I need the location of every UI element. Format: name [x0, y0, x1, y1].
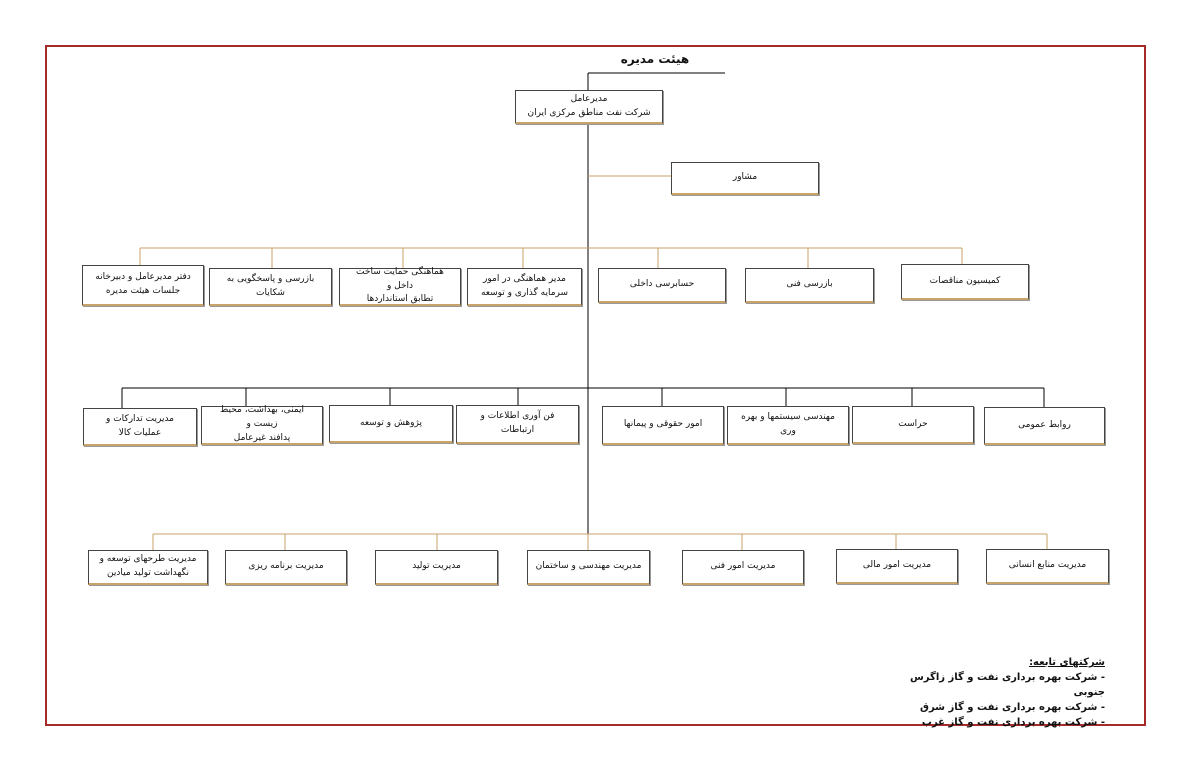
ceo-company: شرکت نفت مناطق مرکزی ایران: [527, 107, 651, 118]
subsidiary-item: - شرکت بهره برداری نفت و گاز غرب: [921, 717, 1105, 728]
subsidiaries-heading: شرکتهای تابعه:: [1029, 657, 1105, 668]
ceo-title: مدیرعامل: [570, 93, 608, 104]
unit-public-relations: روابط عمومی: [984, 407, 1105, 445]
unit-technical-inspection: بازرسی فنی: [745, 268, 874, 303]
unit-planning: مدیریت برنامه ریزی: [225, 550, 347, 585]
unit-research: پژوهش و توسعه: [329, 405, 453, 443]
unit-human-resources: مدیریت منابع انسانی: [986, 549, 1109, 584]
unit-systems-engineering: مهندسی سیستمها و بهره وری: [727, 406, 849, 445]
unit-production: مدیریت تولید: [375, 550, 498, 585]
unit-hse: ایمنی، بهداشت، محیط زیست و پدافند غیرعام…: [201, 405, 323, 445]
subsidiary-item: - شرکت بهره برداری نفت و گاز زاگرس جنوبی: [909, 672, 1105, 698]
unit-security: حراست: [852, 406, 974, 444]
unit-investment-coordination: مدیر هماهنگی در امور سرمایه گذاری و توسع…: [467, 268, 582, 306]
unit-development-projects: مدیریت طرحهای توسعه و نگهداشت تولید میاد…: [88, 550, 208, 585]
unit-finance: مدیریت امور مالی: [836, 549, 958, 584]
unit-engineering-construction: مدیریت مهندسی و ساختمان: [527, 550, 650, 585]
unit-procurement: مدیریت تدارکات و عملیات کالا: [83, 408, 197, 446]
unit-tender-commission: کمیسیون مناقصات: [901, 264, 1029, 300]
subsidiaries-list: شرکتهای تابعه: - شرکت بهره برداری نفت و …: [905, 655, 1105, 730]
unit-ict: فن آوری اطلاعات و ارتباطات: [456, 405, 579, 444]
unit-technical-affairs: مدیریت امور فنی: [682, 550, 804, 585]
unit-local-manufacturing: هماهنگی حمایت ساخت داخل و تطابق استاندار…: [339, 267, 461, 306]
ceo-box: مدیرعامل شرکت نفت مناطق مرکزی ایران: [515, 90, 663, 124]
unit-legal-contracts: امور حقوقی و پیمانها: [602, 406, 724, 445]
unit-ceo-office: دفتر مدیرعامل و دبیرخانه جلسات هیئت مدیر…: [82, 265, 204, 306]
unit-inspection-complaints: بازرسی و پاسخگویی به شکایات: [209, 268, 332, 306]
subsidiary-item: - شرکت بهره برداری نفت و گاز شرق: [920, 702, 1105, 713]
unit-internal-audit: حسابرسی داخلی: [598, 268, 726, 303]
advisor-box: مشاور: [671, 162, 819, 195]
chart-frame: [45, 45, 1146, 726]
board-title: هیئت مدیره: [620, 52, 690, 66]
